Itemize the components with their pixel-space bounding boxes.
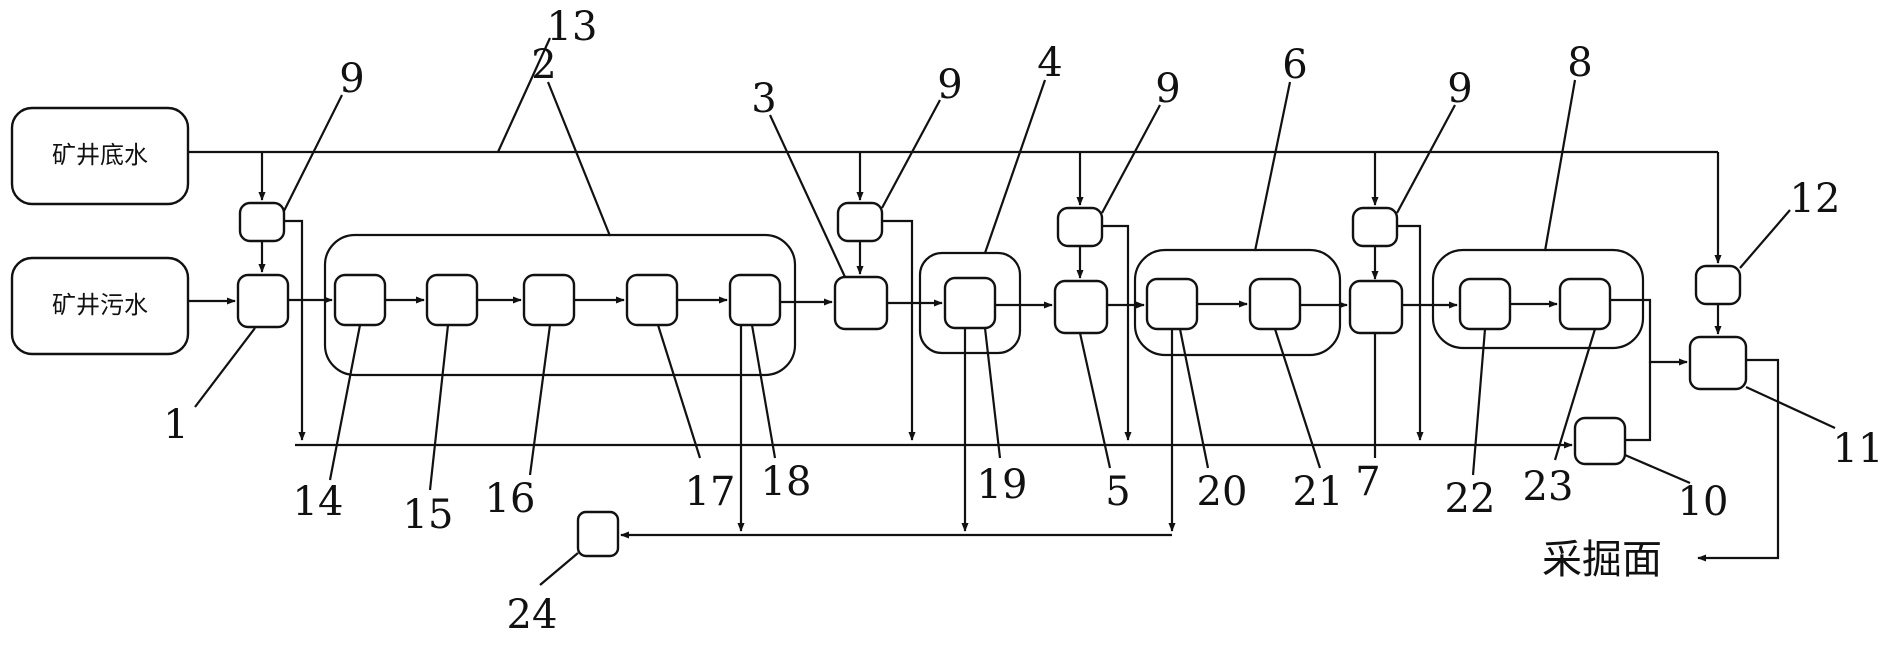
label-20: 20: [1197, 469, 1248, 515]
unit-23: [1558, 277, 1612, 331]
label-9d: 9: [1447, 66, 1472, 112]
label-19: 19: [977, 462, 1028, 508]
leader-19: [983, 327, 1002, 459]
leader-22: [1471, 328, 1487, 476]
label-4: 4: [1037, 40, 1062, 86]
bypass-9d: [1397, 224, 1424, 441]
label-18: 18: [761, 459, 812, 505]
leader-15: [428, 324, 450, 491]
label-21: 21: [1293, 469, 1344, 515]
unit-17: [625, 273, 679, 327]
leader-6: [1253, 81, 1292, 252]
leader-21: [1273, 328, 1322, 469]
leader-9c: [1101, 104, 1161, 214]
leader-13: [496, 37, 552, 153]
leader-11: [1745, 386, 1836, 429]
unit-7: [1348, 279, 1404, 335]
dosing-box-9d: [1351, 206, 1399, 248]
unit-19: [943, 276, 997, 330]
leader-3: [769, 114, 846, 278]
leader-23: [1553, 328, 1597, 461]
label-2: 2: [531, 42, 556, 88]
label-24: 24: [507, 592, 558, 638]
leader-16: [528, 324, 552, 476]
leader-lines: [194, 37, 1836, 586]
label-7: 7: [1355, 459, 1380, 505]
leader-12: [1739, 209, 1791, 269]
leader-14: [328, 324, 362, 481]
unit-22: [1458, 277, 1512, 331]
leader-20: [1178, 328, 1210, 469]
source-sewage: 矿井污水: [10, 256, 190, 356]
group-2: [323, 233, 797, 377]
dosing-box-9a: [238, 201, 286, 243]
label-16: 16: [485, 476, 536, 522]
label-23: 23: [1523, 464, 1574, 510]
unit-3: [833, 275, 889, 331]
unit-11: [1688, 335, 1748, 391]
label-13: 13: [547, 4, 598, 50]
label-12: 12: [1790, 176, 1841, 222]
leader-9d: [1396, 104, 1456, 214]
bypass-9a: [284, 219, 306, 441]
label-9a: 9: [339, 56, 364, 102]
unit-15: [425, 273, 479, 327]
output-label: 采掘面: [1542, 537, 1662, 583]
leader-9b: [881, 99, 941, 209]
label-6: 6: [1282, 42, 1307, 88]
unit-21: [1248, 277, 1302, 331]
source-sewage-label: 矿井污水: [52, 291, 148, 319]
label-9c: 9: [1155, 66, 1180, 112]
label-15: 15: [403, 492, 454, 538]
dosing-box-9c: [1056, 206, 1104, 248]
source-bottom-water-box: [10, 106, 190, 206]
unit-24: [576, 510, 620, 558]
leader-17: [656, 324, 702, 459]
label-17: 17: [685, 469, 736, 515]
unit-16: [522, 273, 576, 327]
unit-14: [333, 273, 387, 327]
leader-10: [1624, 453, 1691, 485]
leader-2: [546, 81, 612, 237]
unit-20: [1145, 277, 1199, 331]
label-22: 22: [1445, 476, 1496, 522]
leader-18: [750, 324, 777, 459]
label-8: 8: [1567, 40, 1592, 86]
flow-11-to-output: [1697, 358, 1780, 562]
unit-10: [1573, 416, 1627, 466]
label-10: 10: [1678, 479, 1729, 525]
leader-1: [194, 327, 256, 408]
label-5: 5: [1105, 469, 1130, 515]
leader-5: [1078, 332, 1112, 469]
unit-1: [236, 273, 290, 329]
source-sewage-box: [10, 256, 190, 356]
unit-18: [728, 273, 782, 327]
flow-23-to-11: [1610, 298, 1688, 366]
source-bottom-water-label: 矿井底水: [52, 141, 148, 169]
dosing-box-12: [1694, 264, 1742, 306]
label-9b: 9: [937, 62, 962, 108]
source-bottom-water: 矿井底水: [10, 106, 190, 206]
label-11: 11: [1833, 426, 1884, 472]
leader-4: [983, 79, 1047, 254]
link-10-to-11: [1625, 362, 1652, 442]
unit-5: [1053, 279, 1109, 335]
dosing-box-9b: [836, 201, 884, 243]
bypass-9c: [1102, 224, 1132, 441]
leader-9a: [283, 94, 343, 212]
label-3: 3: [751, 76, 776, 122]
label-14: 14: [293, 479, 344, 525]
number-labels: 1 2 3 4 5 6 7 8 9 9 9 9 10 11 12 13 14 1…: [163, 4, 1883, 638]
leader-8: [1543, 79, 1577, 252]
label-1: 1: [163, 402, 188, 448]
bypass-9b: [882, 219, 916, 441]
leader-24: [539, 552, 579, 586]
